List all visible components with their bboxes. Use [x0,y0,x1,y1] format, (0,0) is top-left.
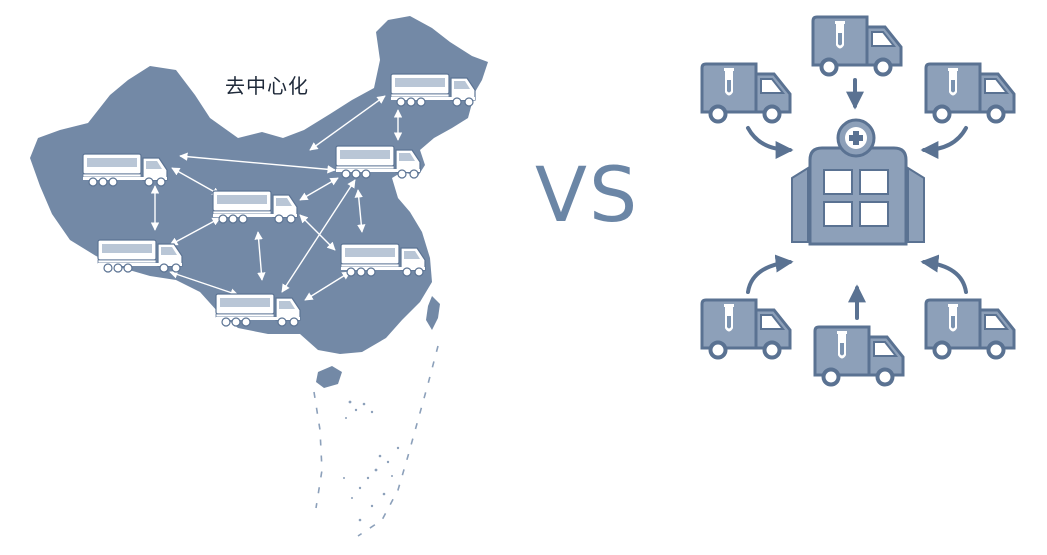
delivery-van-icon [926,300,1014,358]
hospital-icon [791,118,925,246]
delivery-van-icon [813,17,901,75]
delivery-van-icon [702,300,790,358]
network-arrows [150,95,403,301]
map-title: 去中心化 [225,74,309,98]
vs-label: VS [535,150,640,239]
inbound-arrows [746,78,968,320]
delivery-van-icon [815,327,903,385]
delivery-van-icon [702,64,790,122]
delivery-van-icon [926,64,1014,122]
